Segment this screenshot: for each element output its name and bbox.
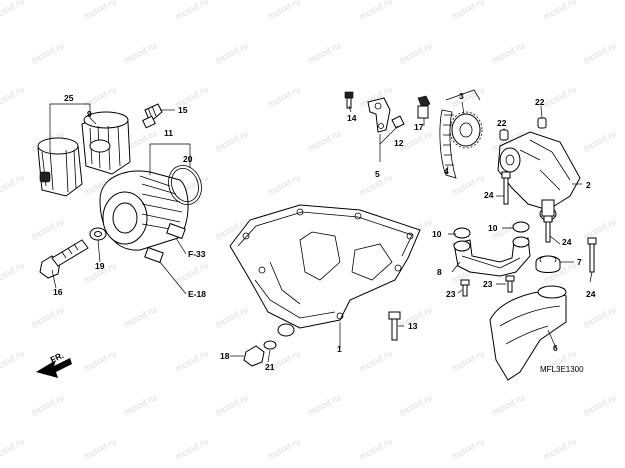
callout-4: 4	[444, 166, 449, 176]
callout-6: 6	[553, 343, 558, 353]
bracket-part-5	[367, 97, 391, 133]
oil-filter-part-9	[81, 111, 131, 175]
callout-20: 20	[183, 154, 193, 164]
flange-bolt-part-23-b	[505, 275, 515, 293]
o-ring-part-10-a	[453, 227, 471, 239]
flange-bolt-part-24-c	[587, 237, 597, 273]
callout-14: 14	[347, 113, 357, 123]
oil-pump-sprocket-part-3	[449, 111, 483, 149]
callout-1: 1	[337, 344, 342, 354]
callout-19: 19	[95, 261, 105, 271]
callout-10: 10	[432, 229, 442, 239]
callout-24: 24	[586, 289, 596, 299]
o-ring-part-10-b	[512, 221, 530, 233]
callout-17: 17	[414, 122, 424, 132]
callout-7: 7	[577, 257, 582, 267]
reference-label-e18: E-18	[188, 289, 206, 299]
callout-9: 9	[87, 109, 92, 119]
callout-2: 2	[586, 180, 591, 190]
callout-24: 24	[562, 237, 572, 247]
callout-23: 23	[483, 279, 493, 289]
callout-11: 11	[164, 128, 173, 138]
packing-part-7	[535, 255, 561, 273]
flange-bolt-part-13	[388, 311, 401, 341]
stud-bolt-part-15	[142, 103, 163, 129]
flange-bolt-part-24-a	[501, 171, 511, 205]
drain-bolt-part-18	[243, 345, 265, 367]
callout-12: 12	[394, 138, 404, 148]
callout-16: 16	[53, 287, 63, 297]
oil-strainer-part-6	[489, 285, 567, 381]
callout-3: 3	[459, 91, 464, 101]
oil-filter-wrench-part-25	[37, 137, 83, 197]
callout-18: 18	[220, 351, 230, 361]
oil-pan-part-1	[229, 204, 421, 337]
washer-part-19	[89, 227, 107, 241]
callout-8: 8	[437, 267, 442, 277]
leader-lines	[49, 101, 593, 363]
reference-label-f33: F-33	[188, 249, 206, 259]
callout-24: 24	[484, 190, 494, 200]
dowel-pin-part-22-b	[537, 117, 547, 129]
oil-pipe-part-8	[453, 236, 531, 277]
callout-10: 10	[488, 223, 498, 233]
callout-5: 5	[375, 169, 380, 179]
callout-15: 15	[178, 105, 188, 115]
flange-bolt-part-24-b	[543, 215, 553, 243]
sealing-washer-part-21	[263, 340, 277, 350]
callout-23: 23	[446, 289, 456, 299]
oil-pressure-switch-part-17	[417, 95, 431, 119]
callout-25: 25	[64, 93, 74, 103]
grommet-part-12	[391, 115, 405, 129]
flange-bolt-part-23-a	[460, 279, 470, 297]
callout-22: 22	[535, 97, 545, 107]
oil-cooler-part-11	[99, 170, 189, 264]
diagram-code: MFL3E1300	[540, 365, 584, 374]
front-direction-arrow	[36, 358, 72, 378]
o-ring-part-20	[168, 165, 202, 205]
callout-13: 13	[408, 321, 418, 331]
oil-cooler-bolt-part-16	[39, 239, 89, 279]
dowel-pin-part-22-a	[499, 129, 509, 141]
callout-21: 21	[265, 362, 275, 372]
bolt-part-14	[344, 91, 354, 109]
callout-22: 22	[497, 118, 507, 128]
